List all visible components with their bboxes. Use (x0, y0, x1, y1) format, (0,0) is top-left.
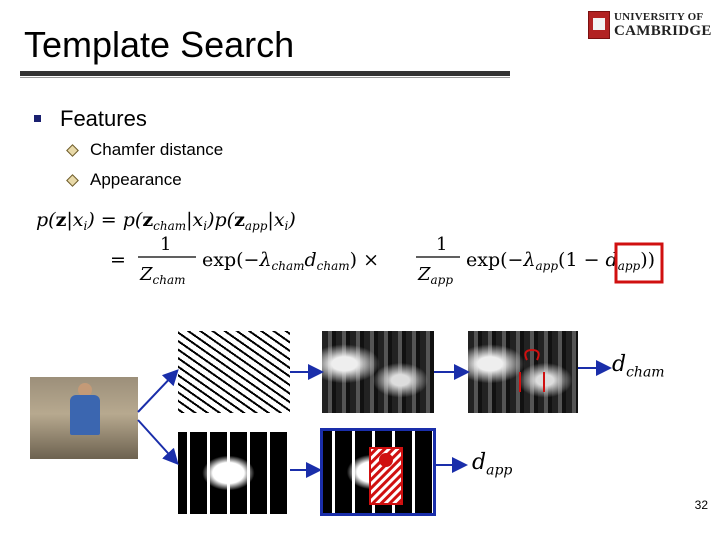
input-photo (30, 377, 138, 459)
slide-title: Template Search (24, 24, 295, 65)
d-app-label: dapp (472, 450, 513, 479)
svg-text:=: = (110, 249, 126, 271)
chamfer-template-image (468, 331, 578, 413)
edge-map-image (178, 331, 290, 413)
title-underline (20, 71, 510, 76)
d-cham-label: dcham (612, 352, 665, 381)
sub-bullet-appearance: Appearance (90, 170, 182, 189)
distance-transform-image (322, 331, 434, 413)
logo-line-2: CAMBRIDGE (614, 23, 712, 39)
person-body (70, 395, 100, 435)
page-number: 32 (694, 498, 708, 512)
person-head (78, 383, 92, 397)
logo-line-1: UNIVERSITY OF (614, 11, 704, 23)
sub-bullet-chamfer: Chamfer distance (90, 140, 224, 159)
svg-text:p(z|xi) = p(zcham|xi)p(zapp|xi: p(z|xi) = p(zcham|xi)p(zapp|xi) (36, 209, 296, 233)
title-underline-thin (20, 77, 510, 78)
bullet-features: Features (60, 106, 147, 131)
segmentation-image (178, 432, 290, 514)
square-bullet-icon (34, 115, 41, 122)
crest-icon (588, 11, 610, 39)
likelihood-formula: p(z|xi) = p(zcham|xi)p(zapp|xi) = 1 Zcha… (36, 209, 664, 287)
university-logo: UNIVERSITY OF CAMBRIDGE (588, 11, 712, 41)
svg-text:1: 1 (436, 234, 447, 255)
svg-text:1: 1 (160, 234, 171, 255)
